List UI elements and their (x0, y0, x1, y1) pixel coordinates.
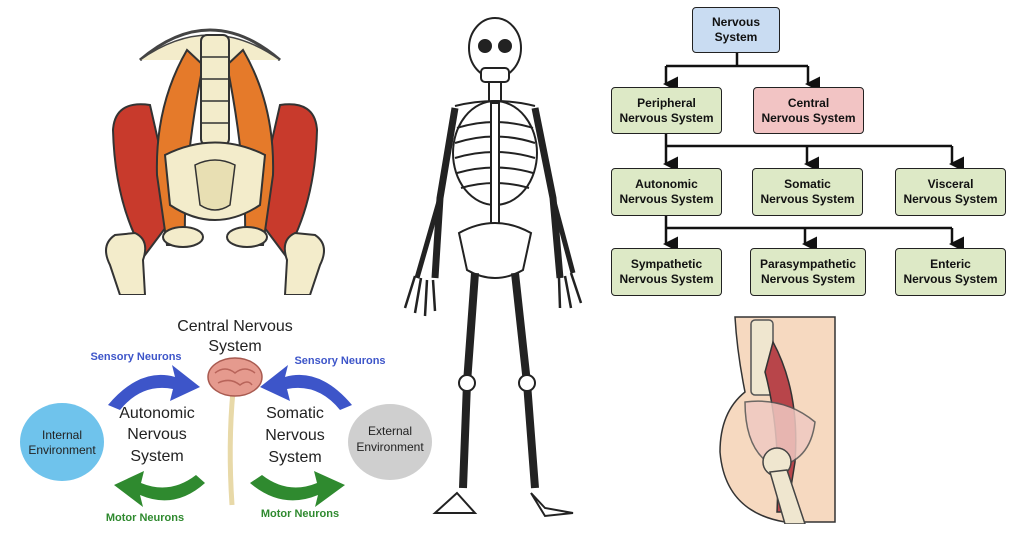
hip-side-illustration (719, 316, 836, 524)
motor-arrow-right-icon (250, 471, 345, 507)
brain-icon (207, 357, 263, 397)
central-nervous-system-node: Central Nervous System (753, 87, 864, 134)
parasympathetic-nervous-system-node: Parasympathetic Nervous System (750, 248, 866, 296)
autonomic-nervous-system-node: Autonomic Nervous System (611, 168, 722, 216)
somatic-label-line1: Somatic (266, 405, 324, 422)
peripheral-nervous-system-node: Peripheral Nervous System (611, 87, 722, 134)
autonomic-label-line1: Autonomic (119, 405, 195, 422)
external-environment-line2: Environment (356, 440, 424, 454)
motor-neurons-left-label: Motor Neurons (106, 512, 184, 524)
autonomic-label-line2: Nervous (127, 426, 187, 443)
pelvis-muscle-illustration (105, 28, 325, 295)
motor-arrow-left-icon (114, 471, 205, 507)
somatic-label-line3: System (268, 449, 321, 466)
cns-cycle-diagram: Central Nervous System Sensory Neurons S… (20, 318, 432, 524)
visceral-nervous-system-node: Visceral Nervous System (895, 168, 1006, 216)
autonomic-label-line3: System (130, 448, 183, 465)
internal-environment-line2: Environment (28, 443, 96, 457)
external-environment-circle (348, 404, 432, 480)
internal-environment-circle (20, 403, 104, 481)
enteric-nervous-system-node: Enteric Nervous System (895, 248, 1006, 296)
external-environment-line1: External (368, 424, 412, 438)
somatic-nervous-system-node: Somatic Nervous System (752, 168, 863, 216)
sensory-neurons-right-label: Sensory Neurons (294, 355, 385, 367)
cns-title-line2: System (208, 338, 261, 355)
somatic-label-line2: Nervous (265, 427, 325, 444)
sensory-arrow-left-icon (108, 365, 200, 410)
nervous-system-node: Nervous System (692, 7, 780, 53)
cns-title-line1: Central Nervous (177, 318, 293, 335)
skeleton-illustration (403, 17, 583, 518)
sympathetic-nervous-system-node: Sympathetic Nervous System (611, 248, 722, 296)
motor-neurons-right-label: Motor Neurons (261, 508, 339, 520)
sensory-neurons-left-label: Sensory Neurons (90, 351, 181, 363)
sensory-arrow-right-icon (260, 365, 352, 410)
internal-environment-line1: Internal (42, 428, 82, 442)
